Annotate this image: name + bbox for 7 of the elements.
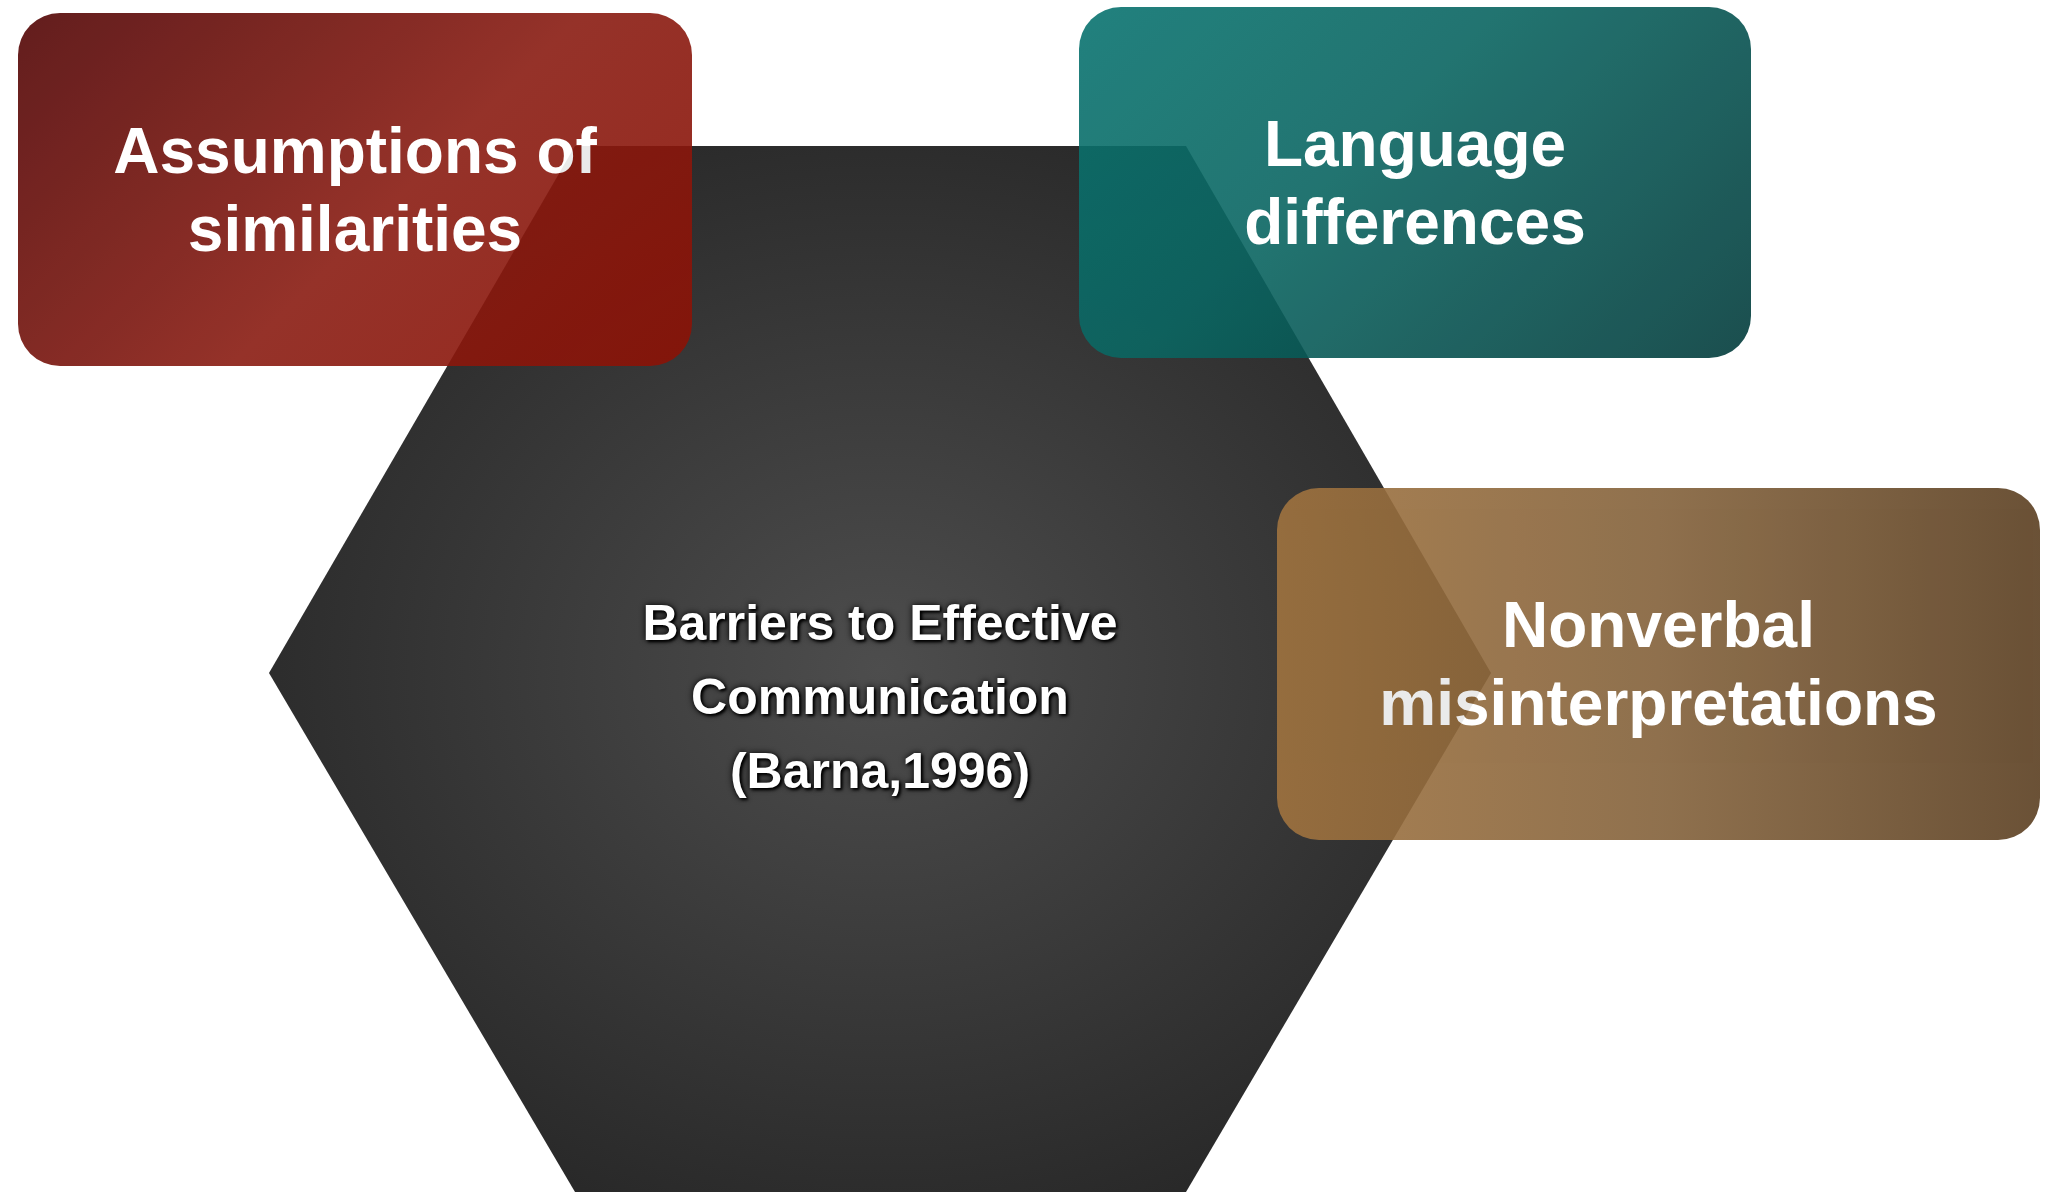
rounded-box [18, 13, 692, 366]
box-label: Assumptions of similarities [112, 113, 598, 267]
box-label: Nonverbal misinterpretations [1378, 588, 1939, 741]
rounded-box [1277, 488, 2040, 840]
hexagon-label: Barriers to Effective Communication (Barna,1996) [641, 594, 1119, 801]
rounded-box [1079, 7, 1751, 358]
box-label: Language differences [1243, 106, 1587, 260]
